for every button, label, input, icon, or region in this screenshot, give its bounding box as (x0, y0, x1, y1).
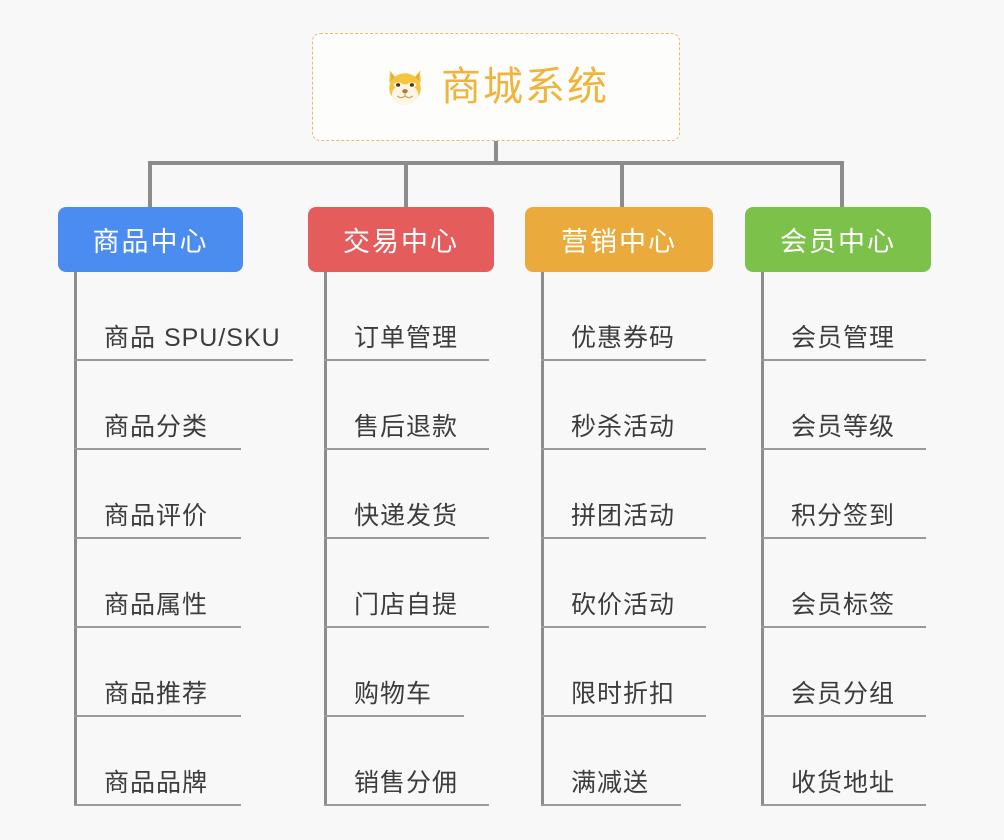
leaf-rule (74, 804, 241, 806)
leaf-item[interactable]: 商品分类 (74, 361, 281, 450)
leaf-rule (541, 804, 681, 806)
branch-trunk-3 (541, 272, 544, 806)
leaf-rule (74, 448, 241, 450)
leaf-label: 满减送 (571, 769, 650, 797)
connector-drop-1 (148, 161, 152, 207)
branch-column-4: 会员中心 会员管理 会员等级 积分签到 会员标签 会员分组 (745, 207, 931, 806)
leaf-item[interactable]: 快递发货 (324, 450, 494, 539)
connector-drop-3 (620, 161, 624, 207)
leaf-item[interactable]: 门店自提 (324, 539, 494, 628)
leaf-label: 快递发货 (354, 502, 459, 530)
leaf-label: 购物车 (354, 680, 433, 708)
leaf-rule (541, 626, 706, 628)
branch-header-3[interactable]: 营销中心 (525, 207, 713, 272)
leaf-label: 商品 SPU/SKU (104, 324, 281, 352)
leaf-item[interactable]: 收货地址 (761, 717, 931, 806)
branch-header-2[interactable]: 交易中心 (308, 207, 494, 272)
leaf-label: 订单管理 (354, 324, 459, 352)
leaf-label: 拼团活动 (571, 502, 676, 530)
branch-header-4[interactable]: 会员中心 (745, 207, 931, 272)
branch-header-1[interactable]: 商品中心 (58, 207, 243, 272)
connector-stem (494, 141, 498, 163)
leaf-item[interactable]: 商品品牌 (74, 717, 281, 806)
leaf-rule (74, 537, 241, 539)
leaf-label: 会员等级 (791, 413, 896, 441)
leaf-rule (324, 715, 464, 717)
leaf-label: 门店自提 (354, 591, 459, 619)
branch-body-3: 优惠券码 秒杀活动 拼团活动 砍价活动 限时折扣 满减送 (525, 272, 713, 806)
branch-trunk-4 (761, 272, 764, 806)
branch-column-2: 交易中心 订单管理 售后退款 快递发货 门店自提 购物车 (308, 207, 494, 806)
branch-body-1: 商品 SPU/SKU 商品分类 商品评价 商品属性 商品推荐 商品品牌 (58, 272, 293, 806)
leaf-item[interactable]: 砍价活动 (541, 539, 713, 628)
branch-body-4: 会员管理 会员等级 积分签到 会员标签 会员分组 收货地址 (745, 272, 931, 806)
leaf-label: 优惠券码 (571, 324, 676, 352)
leaf-rule (74, 715, 241, 717)
leaf-rule (761, 804, 926, 806)
leaf-label: 积分签到 (791, 502, 896, 530)
shiba-dog-face-icon (383, 65, 427, 109)
leaf-item[interactable]: 会员分组 (761, 628, 931, 717)
leaf-rule (324, 537, 489, 539)
leaf-rule (761, 359, 926, 361)
leaf-item[interactable]: 会员管理 (761, 272, 931, 361)
leaf-label: 会员分组 (791, 680, 896, 708)
leaf-item[interactable]: 商品 SPU/SKU (74, 272, 293, 361)
leaf-label: 商品属性 (104, 591, 209, 619)
branch-column-3: 营销中心 优惠券码 秒杀活动 拼团活动 砍价活动 限时折扣 (525, 207, 713, 806)
leaf-rule (761, 626, 926, 628)
leaf-rule (761, 537, 926, 539)
branch-column-1: 商品中心 商品 SPU/SKU 商品分类 商品评价 商品属性 商品推荐 (58, 207, 293, 806)
leaf-item[interactable]: 售后退款 (324, 361, 494, 450)
leaf-label: 会员标签 (791, 591, 896, 619)
leaf-label: 商品评价 (104, 502, 209, 530)
leaf-item[interactable]: 订单管理 (324, 272, 494, 361)
root-node[interactable]: 商城系统 (312, 33, 680, 141)
leaf-label: 商品推荐 (104, 680, 209, 708)
leaf-item[interactable]: 购物车 (324, 628, 494, 717)
leaf-item[interactable]: 会员标签 (761, 539, 931, 628)
connector-bus (148, 161, 842, 165)
leaf-item[interactable]: 秒杀活动 (541, 361, 713, 450)
leaf-item[interactable]: 优惠券码 (541, 272, 713, 361)
leaf-rule (541, 715, 706, 717)
leaf-label: 限时折扣 (571, 680, 676, 708)
leaf-item[interactable]: 拼团活动 (541, 450, 713, 539)
leaf-rule (74, 626, 241, 628)
leaf-item[interactable]: 限时折扣 (541, 628, 713, 717)
leaf-item[interactable]: 销售分佣 (324, 717, 494, 806)
leaf-rule (324, 448, 489, 450)
leaf-item[interactable]: 会员等级 (761, 361, 931, 450)
branch-body-2: 订单管理 售后退款 快递发货 门店自提 购物车 销售分佣 (308, 272, 494, 806)
leaf-rule (761, 715, 926, 717)
leaf-label: 商品分类 (104, 413, 209, 441)
leaf-rule (541, 448, 706, 450)
branch-trunk-2 (324, 272, 327, 806)
leaf-rule (324, 804, 489, 806)
leaf-label: 秒杀活动 (571, 413, 676, 441)
root-title: 商城系统 (441, 65, 609, 109)
connector-drop-2 (404, 161, 408, 207)
leaf-rule (541, 537, 706, 539)
leaf-item[interactable]: 商品评价 (74, 450, 281, 539)
leaf-label: 会员管理 (791, 324, 896, 352)
leaf-rule (541, 359, 706, 361)
leaf-rule (324, 626, 489, 628)
leaf-rule (74, 359, 293, 361)
leaf-item[interactable]: 积分签到 (761, 450, 931, 539)
branch-trunk-1 (74, 272, 77, 806)
leaf-rule (761, 448, 926, 450)
leaf-rule (324, 359, 489, 361)
leaf-item[interactable]: 商品属性 (74, 539, 281, 628)
leaf-label: 售后退款 (354, 413, 459, 441)
connector-drop-4 (840, 161, 844, 207)
leaf-label: 商品品牌 (104, 769, 209, 797)
leaf-item[interactable]: 商品推荐 (74, 628, 281, 717)
leaf-item[interactable]: 满减送 (541, 717, 713, 806)
leaf-label: 销售分佣 (354, 769, 459, 797)
leaf-label: 收货地址 (791, 769, 896, 797)
leaf-label: 砍价活动 (571, 591, 676, 619)
